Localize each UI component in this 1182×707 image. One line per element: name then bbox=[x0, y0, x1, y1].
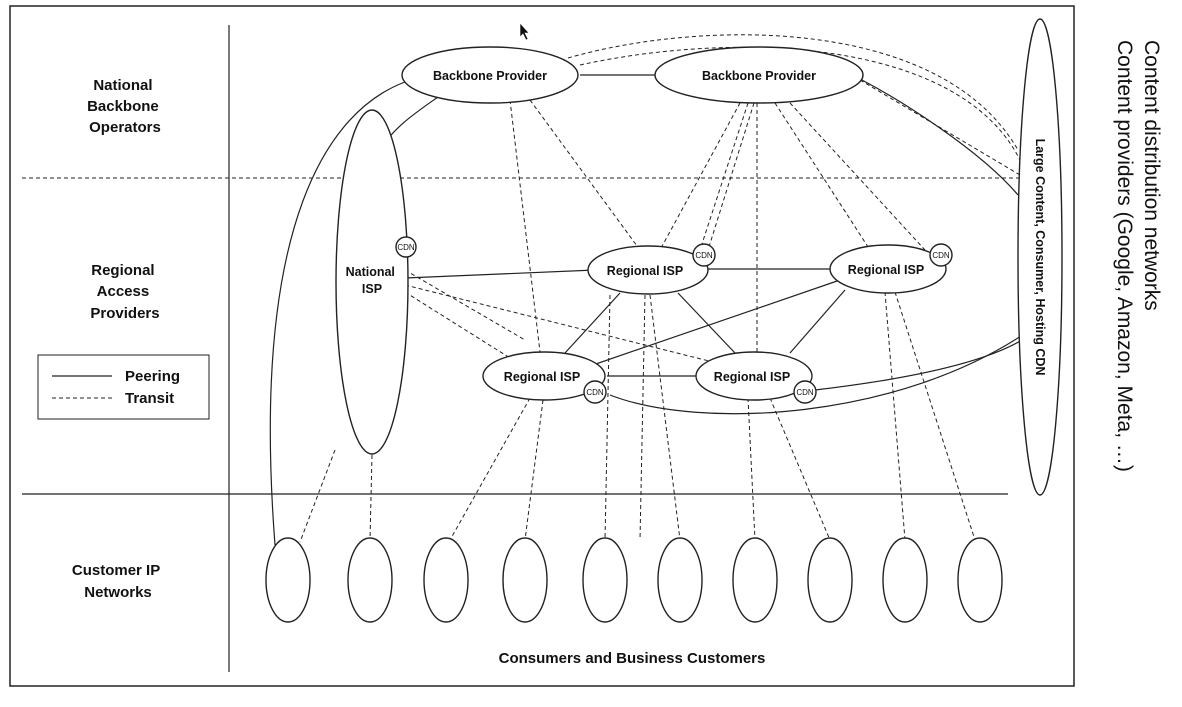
customers-footer: Consumers and Business Customers bbox=[499, 650, 766, 667]
diagram-frame bbox=[9, 5, 1075, 687]
side-text-cdn: Content distribution networks bbox=[1140, 40, 1163, 311]
legend-transit-label: Transit bbox=[125, 390, 174, 407]
regional-isp-bottom-left-label: Regional ISP bbox=[504, 370, 580, 384]
mouse-cursor-icon bbox=[519, 22, 530, 41]
cdn-badge: CDN bbox=[932, 251, 950, 260]
national-isp-label: National ISP bbox=[346, 265, 399, 296]
regional-isp-bottom-right: Regional ISP CDN bbox=[695, 351, 817, 404]
customer-networks bbox=[265, 537, 1003, 623]
cdn-badge: CDN bbox=[397, 243, 415, 252]
row-label-backbone: National Backbone Operators bbox=[87, 77, 163, 136]
customer-network bbox=[732, 537, 778, 623]
regional-isp-top-left-label: Regional ISP bbox=[607, 264, 683, 278]
customer-network bbox=[582, 537, 628, 623]
connectors bbox=[269, 34, 1031, 546]
side-text-providers: Content providers (Google, Amazon, Meta,… bbox=[1113, 40, 1136, 472]
backbone-provider-left: Backbone Provider bbox=[401, 46, 579, 104]
customer-network bbox=[423, 537, 469, 623]
customer-network bbox=[265, 537, 311, 623]
cdn-badge: CDN bbox=[586, 388, 604, 397]
large-content-cdn: Large Content, Consumer, Hosting CDN bbox=[1017, 18, 1063, 496]
row-label-customer: Customer IP Networks bbox=[72, 562, 164, 601]
customer-network bbox=[957, 537, 1003, 623]
regional-isp-bottom-left: Regional ISP CDN bbox=[482, 351, 607, 404]
cdn-badge: CDN bbox=[796, 388, 814, 397]
regional-isp-top-right-label: Regional ISP bbox=[848, 263, 924, 277]
legend-peering-label: Peering bbox=[125, 368, 180, 385]
backbone-provider-left-label: Backbone Provider bbox=[433, 69, 547, 83]
regional-isp-bottom-right-label: Regional ISP bbox=[714, 370, 790, 384]
large-content-cdn-label: Large Content, Consumer, Hosting CDN bbox=[1033, 139, 1047, 376]
regional-isp-top-right: Regional ISP CDN bbox=[829, 243, 953, 294]
customer-network bbox=[882, 537, 928, 623]
customer-network bbox=[807, 537, 853, 623]
backbone-provider-right-label: Backbone Provider bbox=[702, 69, 816, 83]
regional-isp-top-left: Regional ISP CDN bbox=[587, 243, 716, 295]
row-label-regional: Regional Access Providers bbox=[90, 262, 159, 322]
customer-network bbox=[347, 537, 393, 623]
national-isp: National ISP CDN bbox=[335, 109, 417, 455]
customer-network bbox=[657, 537, 703, 623]
cdn-badge: CDN bbox=[695, 251, 713, 260]
customer-network bbox=[502, 537, 548, 623]
backbone-provider-right: Backbone Provider bbox=[654, 46, 864, 104]
legend: Peering Transit bbox=[37, 354, 210, 420]
